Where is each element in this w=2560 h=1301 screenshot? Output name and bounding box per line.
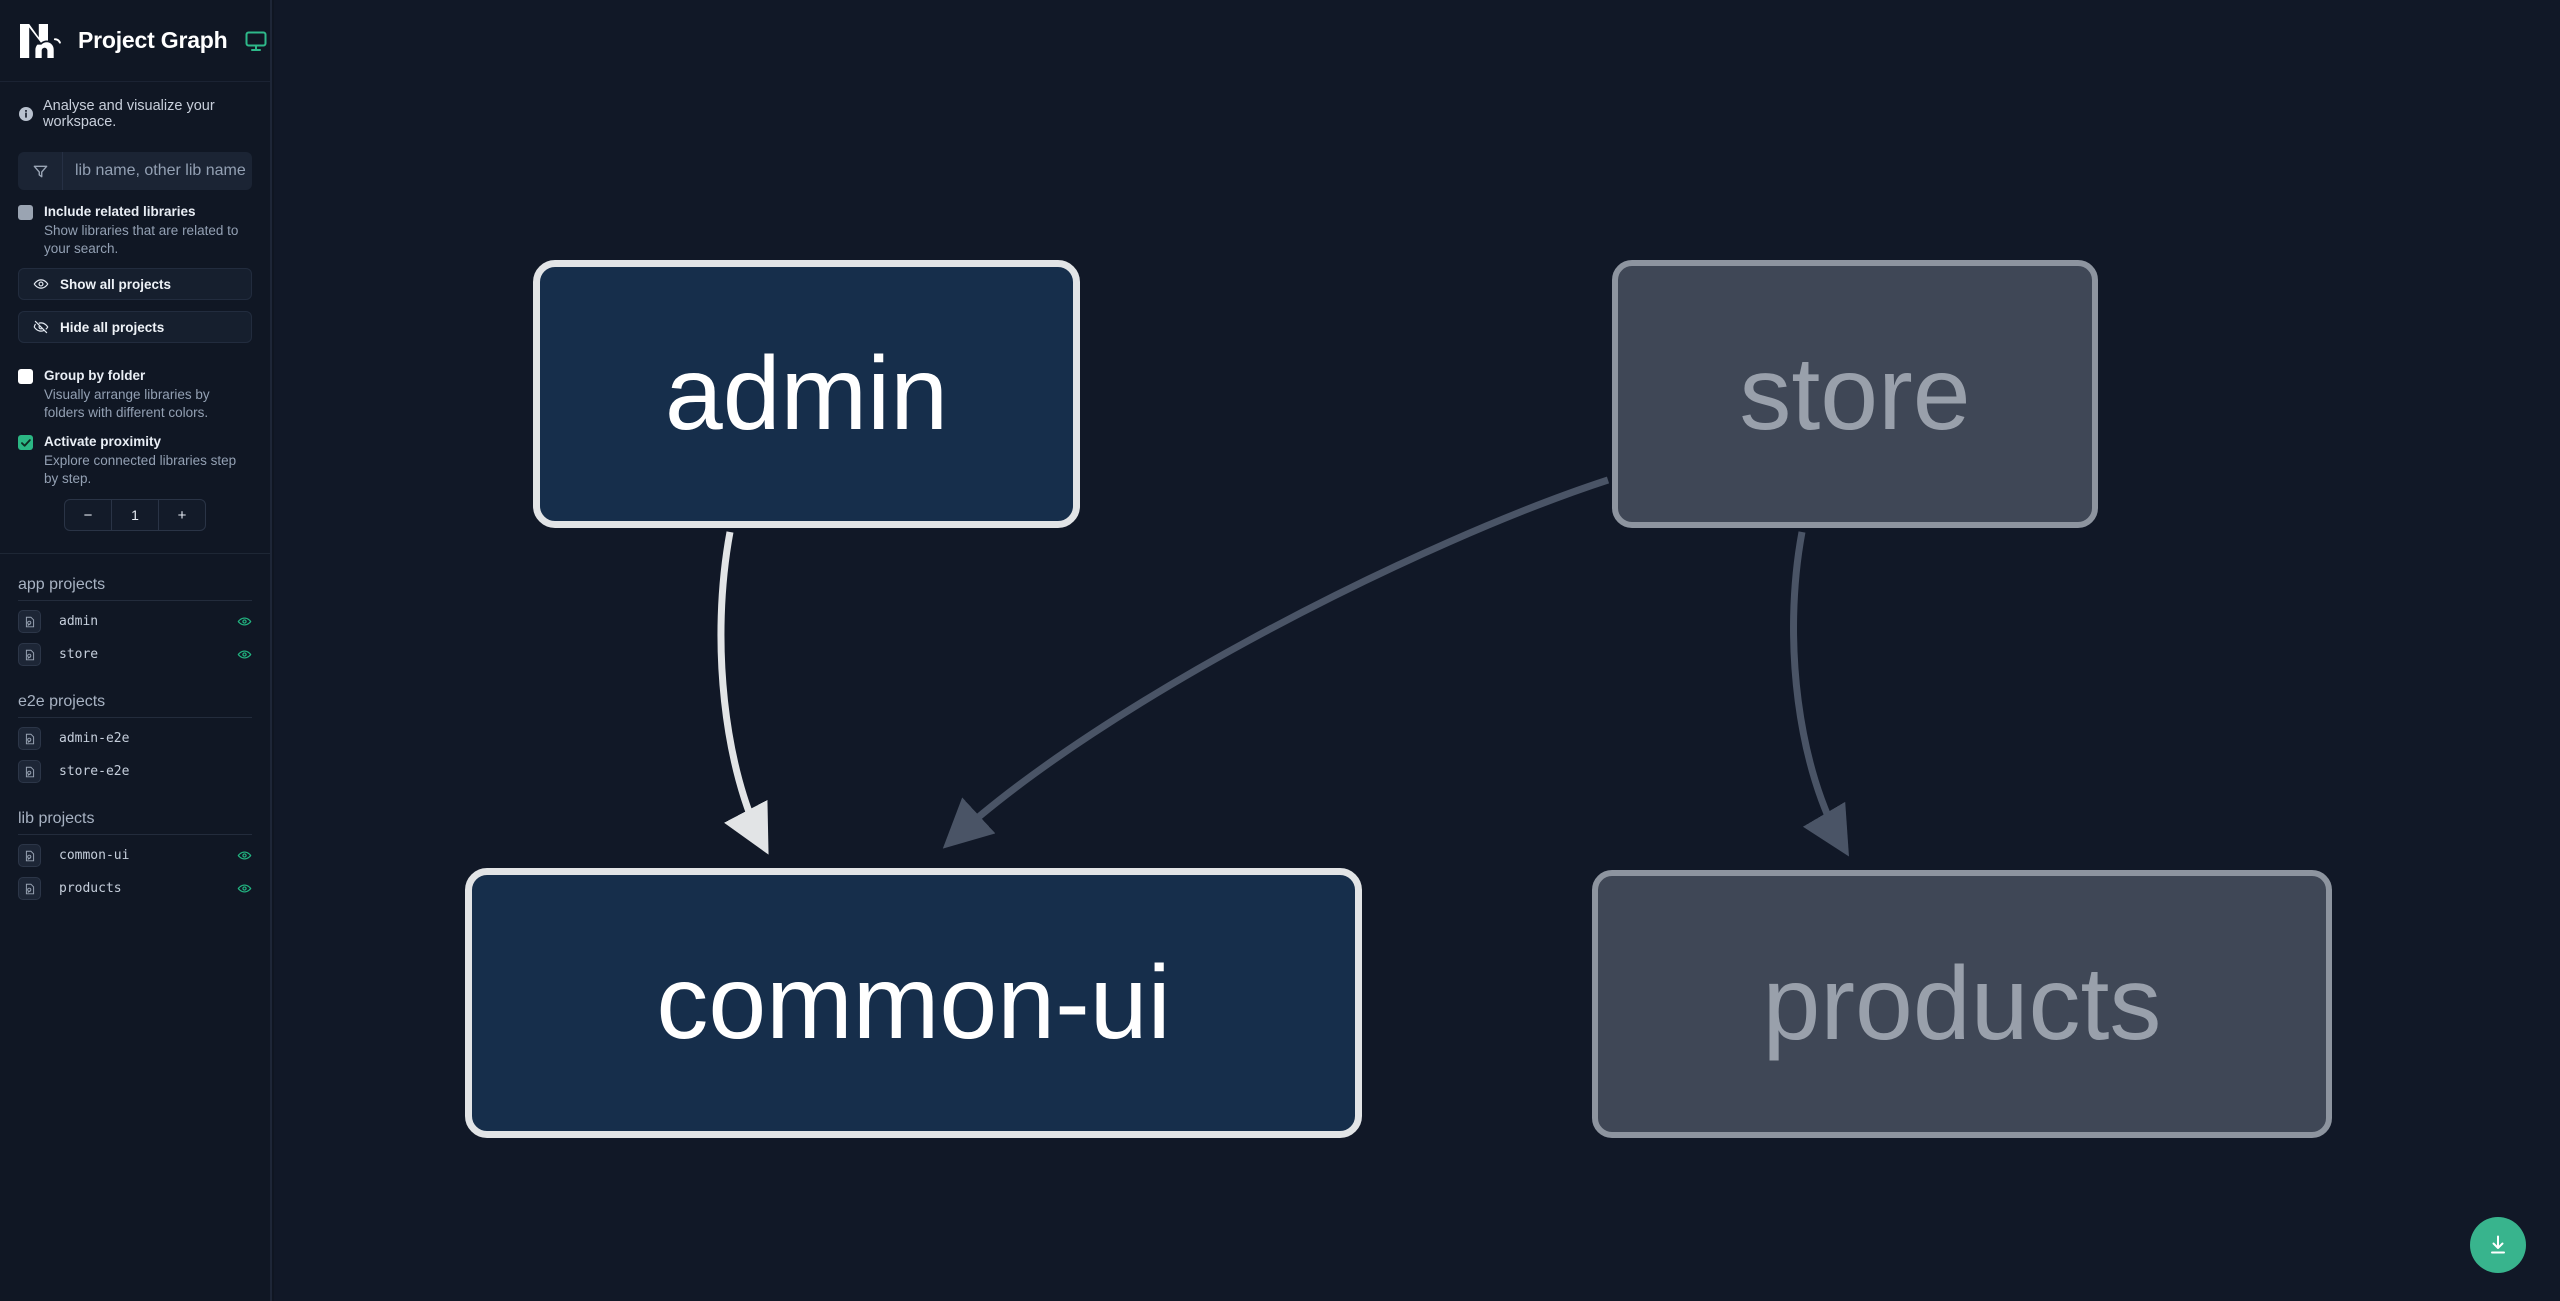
option-activate-proximity[interactable]: Activate proximity Explore connected lib…: [0, 421, 270, 487]
project-row-store-e2e[interactable]: store-e2e: [18, 755, 252, 788]
edge-store-to-products: [1790, 531, 1849, 857]
project-row-common-ui[interactable]: common-ui: [18, 839, 252, 872]
tagline: Analyse and visualize your workspace.: [0, 82, 270, 138]
graph-node-store[interactable]: store: [1612, 260, 2098, 528]
eye-icon: [33, 279, 49, 289]
edge-store-to-common-ui: [942, 476, 1610, 849]
project-row-store[interactable]: store: [18, 638, 252, 671]
project-icon: [18, 877, 41, 900]
project-icon: [18, 610, 41, 633]
project-icon: [18, 760, 41, 783]
hide-all-projects-label: Hide all projects: [60, 319, 165, 335]
project-row-products[interactable]: products: [18, 872, 252, 905]
checkbox-activate-proximity[interactable]: [18, 435, 33, 450]
option-group-by-folder[interactable]: Group by folder Visually arrange librari…: [0, 343, 270, 421]
project-group-lib: lib projects common-ui: [0, 788, 270, 905]
proximity-value: 1: [111, 500, 159, 530]
checkbox-include-related-libraries[interactable]: [18, 205, 33, 220]
download-icon: [2491, 1235, 2505, 1254]
project-name: products: [59, 881, 122, 896]
monitor-icon[interactable]: [244, 29, 268, 53]
page-title: Project Graph: [78, 27, 228, 53]
project-icon: [18, 844, 41, 867]
eye-icon[interactable]: [237, 647, 252, 662]
sidebar-header: Project Graph: [0, 0, 270, 82]
graph-edges: [717, 476, 1849, 857]
check-icon: [20, 438, 31, 447]
group-title: app projects: [18, 576, 106, 593]
project-group-e2e: e2e projects admin-e2e store-e2e: [0, 671, 270, 788]
proximity-increment-button[interactable]: +: [177, 506, 187, 524]
option-description: Explore connected libraries step by step…: [44, 453, 237, 486]
graph-node-admin[interactable]: admin: [533, 260, 1080, 528]
group-rule: [18, 834, 252, 835]
funnel-icon: [18, 152, 63, 190]
eye-icon[interactable]: [237, 614, 252, 629]
checkbox-group-by-folder[interactable]: [18, 369, 33, 384]
graph-node-common-ui[interactable]: common-ui: [465, 868, 1362, 1138]
eye-icon[interactable]: [237, 848, 252, 863]
project-name: common-ui: [59, 848, 130, 863]
hide-all-projects-button[interactable]: Hide all projects: [18, 311, 252, 343]
proximity-decrement-button[interactable]: −: [83, 506, 93, 524]
option-title: Activate proximity: [44, 434, 162, 449]
eye-off-icon: [33, 320, 49, 334]
info-icon: [18, 106, 34, 122]
project-graph-canvas[interactable]: admin store common-ui products: [274, 0, 2560, 1301]
sidebar: Project Graph Analyse and visualize your…: [0, 0, 272, 1301]
project-group-app: app projects admin: [0, 554, 270, 671]
project-name: admin: [59, 614, 99, 629]
group-rule: [18, 600, 252, 601]
download-graph-button[interactable]: [2470, 1217, 2526, 1273]
nx-logo-icon: [18, 20, 64, 62]
graph-node-label: products: [1762, 946, 2162, 1062]
project-name: admin-e2e: [59, 731, 130, 746]
graph-node-label: store: [1739, 336, 1971, 452]
option-title: Group by folder: [44, 368, 146, 383]
option-description: Visually arrange libraries by folders wi…: [44, 387, 210, 420]
edge-admin-to-common-ui: [717, 531, 769, 855]
project-name: store: [59, 647, 99, 662]
group-rule: [18, 717, 252, 718]
show-all-projects-label: Show all projects: [60, 276, 172, 292]
option-include-related-libraries[interactable]: Include related libraries Show libraries…: [0, 190, 270, 257]
project-row-admin-e2e[interactable]: admin-e2e: [18, 722, 252, 755]
project-icon: [18, 727, 41, 750]
group-title: e2e projects: [18, 693, 106, 710]
search-input[interactable]: [63, 152, 252, 190]
tagline-text: Analyse and visualize your workspace.: [43, 98, 215, 130]
graph-node-products[interactable]: products: [1592, 870, 2332, 1138]
project-row-admin[interactable]: admin: [18, 605, 252, 638]
project-name: store-e2e: [59, 764, 130, 779]
sidebar-scroll-area[interactable]: Project Graph Analyse and visualize your…: [0, 0, 270, 1301]
proximity-stepper: − 1 +: [18, 499, 252, 531]
group-title: lib projects: [18, 810, 95, 827]
project-icon: [18, 643, 41, 666]
option-description: Show libraries that are related to your …: [44, 223, 239, 256]
search-box[interactable]: [18, 152, 252, 190]
graph-node-label: common-ui: [656, 945, 1171, 1061]
option-title: Include related libraries: [44, 204, 196, 219]
sidebar-divider: [0, 553, 270, 554]
show-all-projects-button[interactable]: Show all projects: [18, 268, 252, 300]
graph-node-label: admin: [664, 336, 949, 452]
eye-icon[interactable]: [237, 881, 252, 896]
